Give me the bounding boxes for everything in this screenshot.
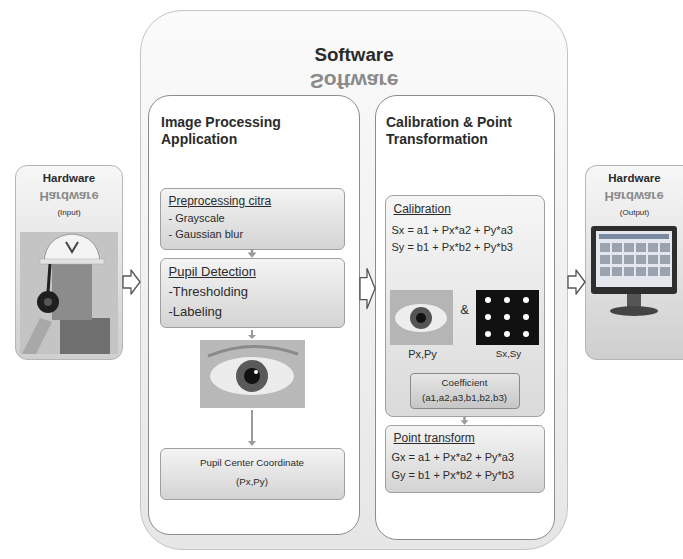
box-text: (Input) [16,208,122,218]
block-arrow [123,270,140,294]
helmet-brim [40,259,104,264]
helmet-shape [44,234,100,262]
block-arrow [568,270,585,294]
input-photo [20,232,118,354]
helmet-logo [66,242,78,252]
monitor-picture [591,226,677,316]
camera-lens [44,298,52,306]
box-text: (Px,Py) [161,476,344,488]
eye-white [210,357,294,395]
eye-iris [410,307,432,329]
box-text: - Grayscale [169,212,225,225]
grid-dot [523,297,529,303]
monitor-screen [596,231,672,287]
box-text: Px,Py [389,348,457,361]
box-heading: Hardware [16,172,122,186]
box-text: Sx,Sy [475,348,543,360]
box-heading: Pupil Center Coordinate [161,457,344,469]
camera-arm [48,264,50,292]
box-text: -Thresholding [169,284,249,300]
box-text: (Output) [586,208,683,218]
camera-body [37,291,59,313]
box-heading: Image Processing Application [161,114,311,148]
reflection-text: Software [140,69,568,94]
box-text: Sx = a1 + Px*a2 + Py*a3 [392,224,513,237]
box-text: (a1,a2,a3,b1,b2,b3) [411,392,519,404]
box-heading: Coefficient [411,377,519,389]
grid-dot [504,297,510,303]
grid-dot [523,331,529,337]
eye-photo [200,340,305,408]
process-box: Preprocessing citra - Grayscale - Gaussian… [160,188,345,250]
screen-bar [599,234,669,239]
box-heading: Software [141,44,567,67]
arrow-head [248,441,256,446]
monitor-frame [591,226,677,294]
coefficient-box: Coefficient (a1,a2,a3,b1,b2,b3) [410,373,520,409]
application-panel: Image Processing ApplicationPreprocessin… [148,95,360,535]
flow-arrow [251,410,253,442]
eye-iris [236,360,268,392]
calibration-eye [390,290,453,345]
face-shape [52,264,92,320]
box-text: Sy = b1 + Px*b2 + Py*b3 [392,241,513,254]
grid-dot [485,297,491,303]
reflection-text: Hardware [585,188,683,204]
flow-arrow [461,417,468,425]
box-heading: Hardware [586,172,683,186]
eye-pupil [416,313,426,323]
box-heading: Calibration & Point Transformation [386,114,546,148]
process-box: Pupil Center Coordinate (Px,Py) [160,448,345,500]
eye-photo-background [390,290,453,345]
box-heading: Preprocessing citra [169,194,272,208]
grid-dot [504,331,510,337]
box-text: & [455,302,475,318]
monitor-base [610,306,658,316]
grid-dot [523,314,529,320]
flow-arrows [248,330,256,446]
box-heading: Calibration [394,202,451,216]
box-heading: Point transform [394,431,475,445]
grid-dot [504,314,510,320]
eye-brow [208,346,298,356]
process-box: Pupil Detection -Thresholding -Labeling [160,258,345,328]
calibration-grid [476,290,539,345]
arrow-head [248,335,256,339]
grid-background [476,290,539,345]
box-text: - Gaussian blur [169,228,244,241]
grid-dot [485,331,491,337]
flow-arrow [248,250,256,258]
eye-photo-background [200,340,305,408]
monitor-neck [627,294,641,308]
box-text: -Labeling [169,304,223,320]
screen-keyboard [599,242,671,278]
box-text: Gx = a1 + Px*a2 + Py*a3 [392,451,515,464]
eye-white [395,304,447,332]
grid-dot [485,314,491,320]
block-arrow [360,269,375,309]
reflection-text: Hardware [15,188,123,204]
process-box: Point transform Gx = a1 + Px*a2 + Py*a3Gy… [385,425,545,493]
eye-highlight [254,370,258,374]
box-heading: Pupil Detection [169,264,256,280]
body-shape [60,318,110,354]
box-text: Gy = b1 + Px*b2 + Py*b3 [392,469,515,482]
eye-pupil [244,368,260,384]
hand-shape [22,318,52,354]
photo-background [20,232,118,354]
